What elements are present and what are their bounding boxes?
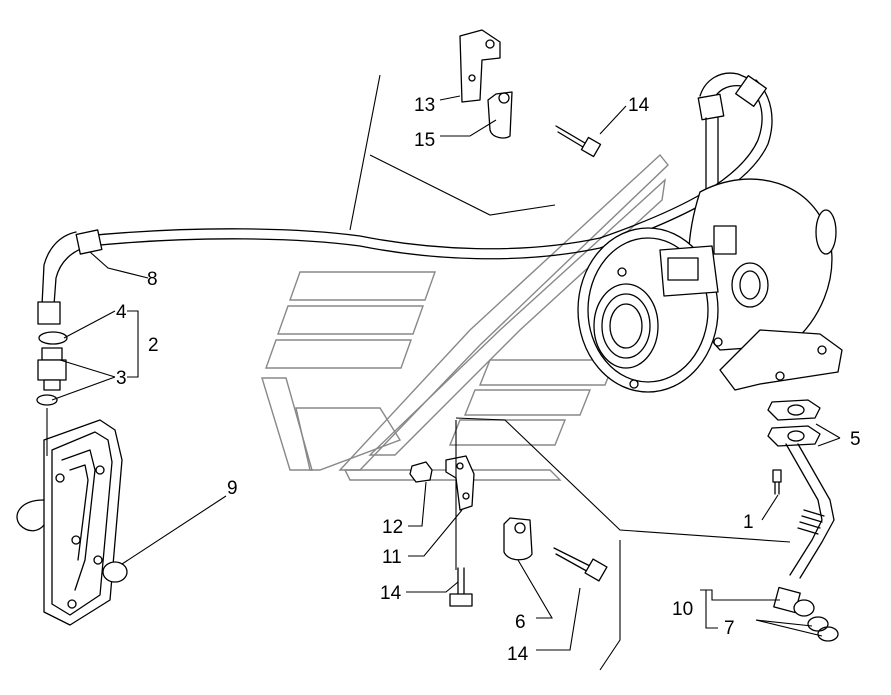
callout-6: 6 bbox=[515, 612, 526, 633]
callout-3: 3 bbox=[116, 368, 127, 389]
callout-12: 12 bbox=[382, 517, 403, 538]
callout-15: 15 bbox=[414, 130, 435, 151]
upper-bracket bbox=[459, 29, 602, 158]
callout-14-bottom: 14 bbox=[507, 644, 529, 665]
callout-1: 1 bbox=[743, 512, 754, 533]
lower-bracket-assembly bbox=[409, 455, 608, 607]
callout-9: 9 bbox=[227, 478, 238, 499]
callout-14-top: 14 bbox=[628, 95, 650, 116]
oil-pipe bbox=[37, 72, 773, 325]
drain-pipe bbox=[773, 443, 839, 642]
cover-plate bbox=[16, 419, 128, 626]
callout-2: 2 bbox=[148, 335, 159, 356]
callout-10: 10 bbox=[672, 599, 693, 620]
seal-washers-and-fitting bbox=[36, 331, 68, 406]
leader-lines bbox=[46, 74, 841, 671]
callout-13: 13 bbox=[414, 95, 435, 116]
callout-11: 11 bbox=[382, 547, 402, 568]
callout-14-left: 14 bbox=[380, 583, 402, 604]
callout-4: 4 bbox=[116, 302, 127, 323]
turbocharger bbox=[577, 178, 843, 393]
callout-8: 8 bbox=[147, 269, 158, 290]
watermark-logo bbox=[261, 153, 669, 481]
callout-7: 7 bbox=[724, 618, 735, 639]
bolt-1 bbox=[772, 469, 782, 495]
gaskets bbox=[767, 399, 821, 447]
callout-labels: 13 15 14 8 4 2 3 9 5 1 12 11 14 10 7 6 1… bbox=[116, 95, 861, 665]
callout-5: 5 bbox=[850, 429, 861, 450]
